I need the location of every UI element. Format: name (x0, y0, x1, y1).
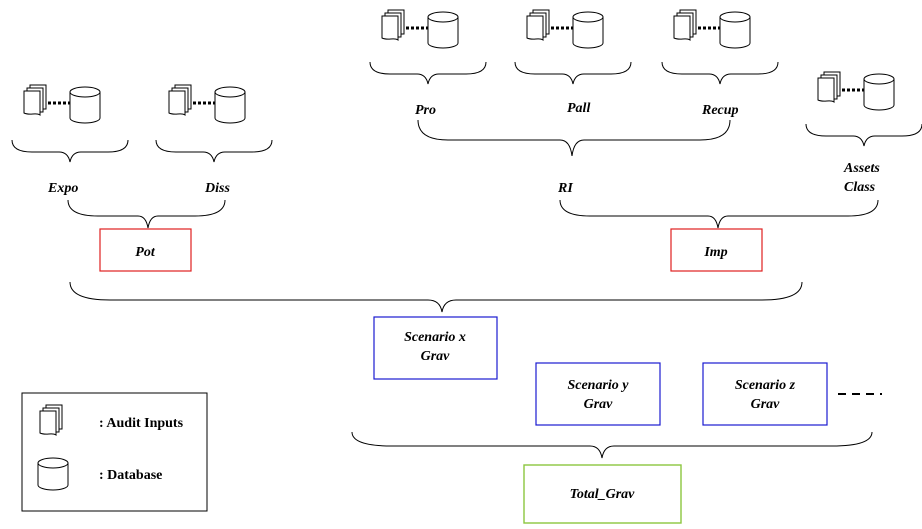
expo-label: Expo (47, 181, 78, 196)
pot-box (99, 228, 192, 272)
total-brace (351, 431, 873, 459)
legend-database-label: : Database (99, 468, 162, 483)
assets-label-line2: Class (844, 180, 876, 195)
diss-label: Diss (204, 181, 230, 196)
expo-brace (11, 139, 129, 163)
scenario-z-label-line1: Scenario z (735, 378, 796, 393)
pall-brace (514, 61, 632, 85)
scenario-x-label-line2: Grav (421, 349, 451, 364)
pall-label: Pall (567, 101, 590, 116)
recup-audit-input-icon (674, 10, 750, 48)
recup-label: Recup (701, 103, 739, 118)
ri-brace (417, 119, 731, 157)
scenario-brace (69, 281, 803, 313)
pro-label: Pro (415, 103, 436, 118)
total-grav-label: Total_Grav (570, 487, 636, 502)
legend-audit-inputs-label: : Audit Inputs (99, 416, 184, 431)
legend-database-icon (37, 457, 69, 491)
pro-brace (369, 61, 487, 85)
assets-audit-input-icon (818, 72, 894, 110)
expo-audit-input-icon (24, 85, 100, 123)
scenario-x-box (373, 316, 498, 380)
assets-label-line1: Assets (843, 161, 880, 176)
scenario-z-box (702, 362, 828, 426)
pall-audit-input-icon (527, 10, 603, 48)
diss-brace (155, 139, 273, 163)
imp-box (670, 228, 763, 272)
imp-brace (559, 199, 879, 229)
scenario-y-label-line1: Scenario y (567, 378, 629, 393)
assets-brace (805, 123, 922, 147)
diss-audit-input-icon (169, 85, 245, 123)
imp-label: Imp (703, 245, 727, 260)
pot-brace (67, 199, 226, 229)
pro-audit-input-icon (382, 10, 458, 48)
scenario-y-label-line2: Grav (584, 397, 614, 412)
legend-audit-inputs-icon (39, 404, 63, 436)
scenario-z-label-line2: Grav (751, 397, 781, 412)
scenario-y-box (535, 362, 661, 426)
pot-label: Pot (135, 245, 156, 260)
total-grav-box (523, 464, 682, 524)
ri-label: RI (557, 181, 573, 196)
scenario-x-label-line1: Scenario x (404, 330, 466, 345)
recup-brace (661, 61, 779, 85)
